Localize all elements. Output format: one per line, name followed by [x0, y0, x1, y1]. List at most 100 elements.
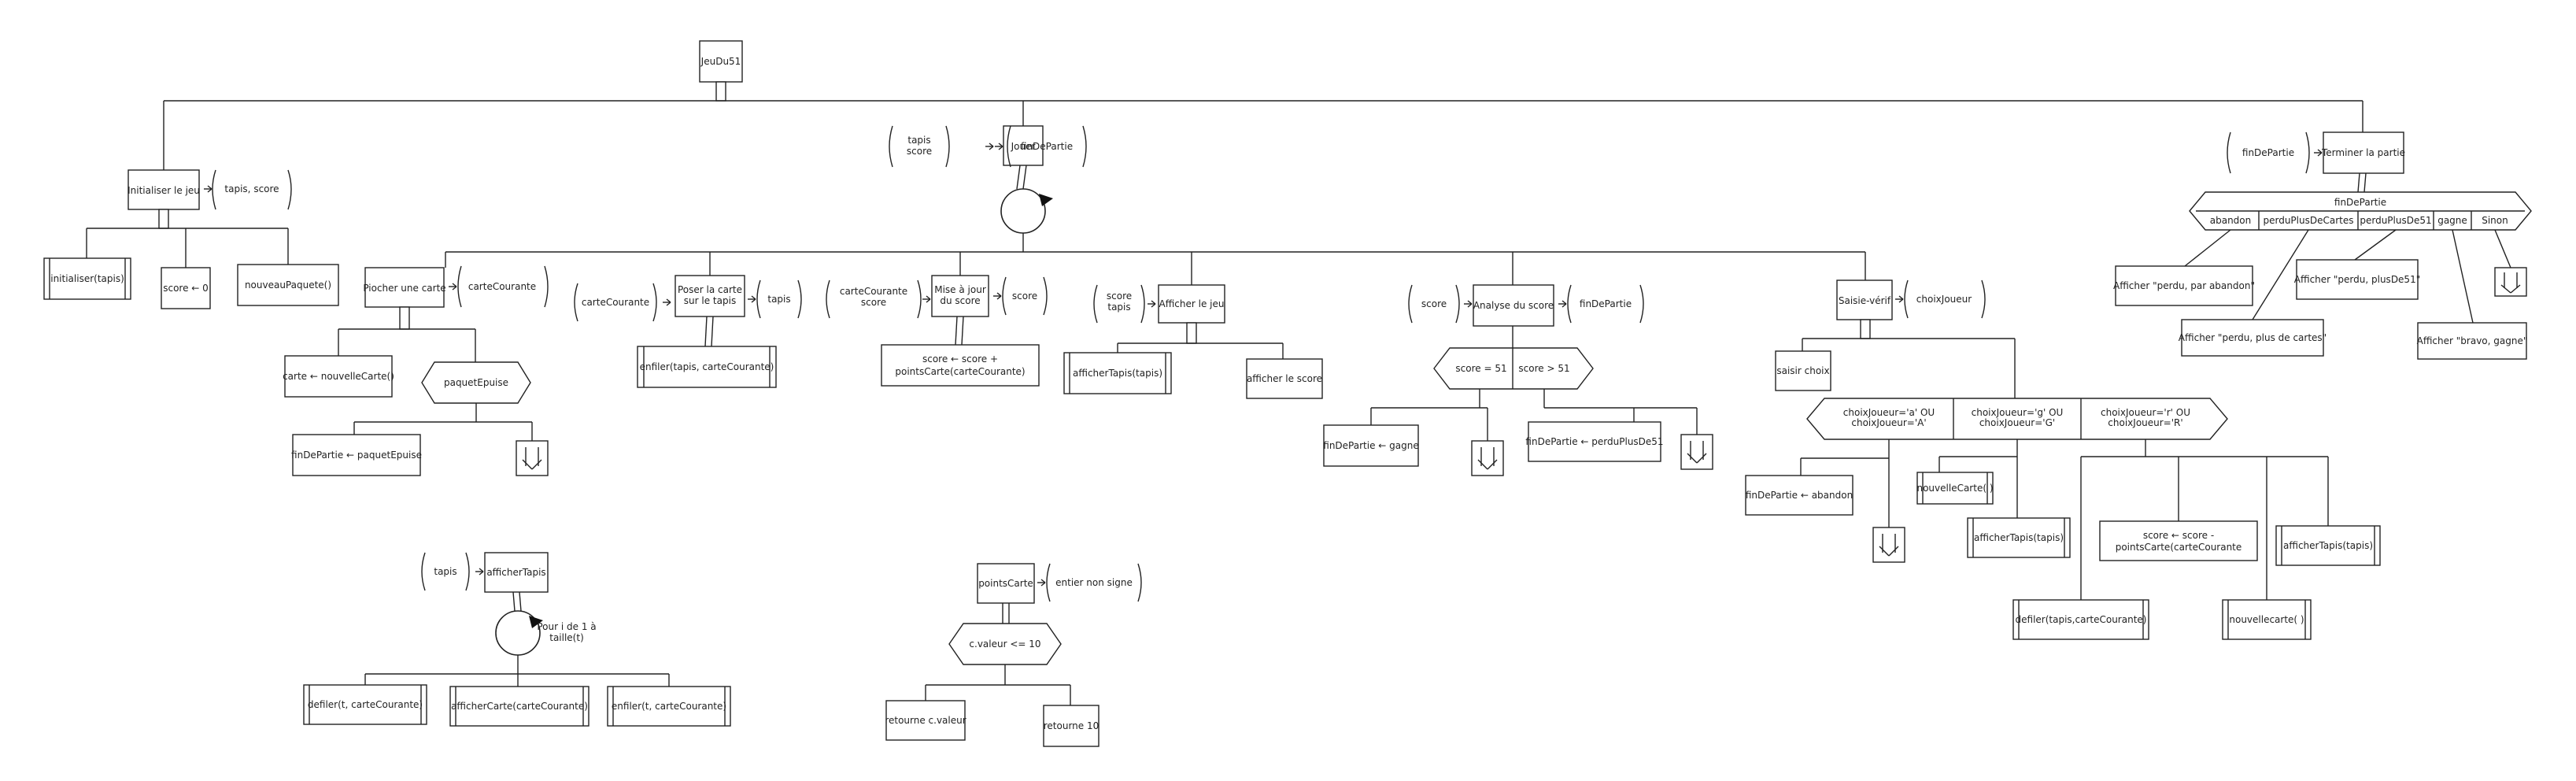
- afficher-label: Afficher le jeu: [1159, 298, 1225, 309]
- maj-step-label: pointsCarte(carteCourante): [895, 366, 1025, 377]
- afficher-input-flow: score tapis: [1093, 284, 1156, 324]
- analyse-branch-label: score = 51: [1455, 363, 1506, 374]
- pointscarte-result-10[interactable]: retourne 10: [1043, 705, 1100, 747]
- terminer-case-label: perduPlusDe51: [2360, 215, 2431, 226]
- pointscarte-condition[interactable]: c.valeur <= 10: [948, 623, 1062, 665]
- saisie-exit-icon: [1872, 527, 1905, 563]
- saisie-output-flow: choixJoueur: [1895, 279, 1986, 319]
- afficher-step-score[interactable]: afficher le score: [1246, 358, 1323, 399]
- analyse-result-label: finDePartie ← perduPlusDe51: [1525, 436, 1663, 447]
- affichertapis-step-affichercarte[interactable]: afficherCarte(carteCourante): [449, 686, 589, 727]
- maj-input: score: [861, 297, 886, 308]
- saisie-r-defiler[interactable]: defiler(tapis,carteCourante): [2012, 599, 2149, 640]
- analyse-exit-icon: [1680, 434, 1713, 470]
- analyse-condition[interactable]: score = 51 score > 51: [1433, 347, 1594, 390]
- saisie-r-label: nouvellecarte( ): [2229, 614, 2304, 625]
- pointscarte-node[interactable]: pointsCarte: [977, 563, 1035, 604]
- analyse-input-flow: score: [1408, 284, 1473, 324]
- terminer-result-plusde51[interactable]: Afficher "perdu, plusDe51": [2294, 259, 2420, 300]
- poser-node[interactable]: Poser la carte sur le tapis: [674, 275, 745, 317]
- analyse-result-label: finDePartie ← gagne: [1323, 440, 1418, 451]
- terminer-case-label: perduPlusDeCartes: [2263, 215, 2353, 226]
- analyse-result-gagne[interactable]: finDePartie ← gagne: [1323, 424, 1419, 467]
- pointscarte-result-label: retourne 10: [1044, 720, 1100, 731]
- pointscarte-output-flow: entier non signe: [1037, 563, 1142, 602]
- analyse-result-perdu[interactable]: finDePartie ← perduPlusDe51: [1525, 421, 1664, 462]
- poser-output-flow: tapis: [748, 279, 802, 319]
- pioche-label: Piocher une carte: [363, 283, 445, 294]
- analyse-exit-icon: [1471, 440, 1504, 476]
- pointscarte-output: entier non signe: [1055, 577, 1133, 588]
- pioche-output-flow: carteCourante: [449, 265, 549, 308]
- init-step-score[interactable]: score ← 0: [161, 267, 211, 309]
- affichertapis-loop-icon: [495, 610, 543, 656]
- pioche-node[interactable]: Piocher une carte: [363, 267, 446, 308]
- jouer-output: finDePartie: [1021, 141, 1073, 152]
- afficher-step-tapis[interactable]: afficherTapis(tapis): [1063, 352, 1172, 394]
- terminer-select[interactable]: finDePartie abandon perduPlusDeCartes pe…: [2189, 191, 2532, 231]
- maj-node[interactable]: Mise à jour du score: [931, 275, 989, 317]
- saisie-label: Saisie-vérif: [1839, 295, 1891, 306]
- saisie-step[interactable]: saisir choix: [1775, 350, 1831, 391]
- pioche-condition-label: paquetEpuise: [444, 377, 508, 388]
- pioche-result-label: finDePartie ← paquetEpuise: [291, 450, 422, 461]
- affichertapis-step-defiler[interactable]: defiler(t, carteCourante): [303, 684, 427, 725]
- root-node[interactable]: JeuDu51: [699, 40, 743, 83]
- saisie-r-label: defiler(tapis,carteCourante): [2016, 614, 2147, 625]
- maj-step[interactable]: score ← score + pointsCarte(carteCourant…: [881, 344, 1040, 387]
- saisie-g-afficher[interactable]: afficherTapis(tapis): [1967, 517, 2071, 558]
- maj-output: score: [1012, 291, 1037, 302]
- init-output: tapis, score: [224, 183, 279, 194]
- pioche-step[interactable]: carte ← nouvelleCarte(): [283, 355, 394, 398]
- init-step-paquet[interactable]: nouveauPaquete(): [237, 264, 339, 306]
- jouer-input-flow: tapis score: [889, 125, 994, 168]
- affichertapis-step-label: enfiler(t, carteCourante): [612, 701, 726, 712]
- terminer-node[interactable]: Terminer la partie: [2321, 131, 2405, 174]
- jouer-node[interactable]: Jouer: [1003, 125, 1044, 166]
- analyse-node[interactable]: Analyse du score: [1473, 284, 1554, 327]
- pioche-result[interactable]: finDePartie ← paquetEpuise: [291, 434, 422, 476]
- pointscarte-label: pointsCarte: [978, 578, 1033, 589]
- jouer-output-flow: finDePartie: [995, 125, 1087, 168]
- root-stub: [715, 81, 726, 102]
- afficher-step-label: afficher le score: [1247, 373, 1322, 384]
- saisie-branch-label: choixJoueur='A': [1851, 417, 1926, 428]
- poser-label: Poser la carte: [678, 284, 742, 295]
- terminer-result-label: Afficher "perdu, par abandon": [2113, 280, 2255, 291]
- saisie-r-score[interactable]: score ← score - pointsCarte(carteCourant…: [2099, 520, 2258, 561]
- pioche-exit-icon: [516, 440, 549, 476]
- maj-input-flow: carteCourante score: [826, 279, 931, 319]
- pointscarte-result-valeur[interactable]: retourne c.valeur: [885, 700, 966, 741]
- poser-step[interactable]: enfiler(tapis, carteCourante): [637, 346, 777, 388]
- saisie-g-label: afficherTapis(tapis): [1974, 532, 2064, 543]
- afficher-input: score: [1107, 291, 1132, 302]
- pioche-condition[interactable]: paquetEpuise: [421, 361, 531, 404]
- affichertapis-step-enfiler[interactable]: enfiler(t, carteCourante): [607, 686, 731, 727]
- saisie-result-abandon[interactable]: finDePartie ← abandon: [1745, 475, 1853, 516]
- init-node[interactable]: Initialiser le jeu: [128, 169, 200, 210]
- terminer-case-label: Sinon: [2482, 215, 2508, 226]
- terminer-result-gagne[interactable]: Afficher "bravo, gagne": [2417, 322, 2528, 360]
- init-step-initialiser[interactable]: initialiser(tapis): [43, 257, 131, 300]
- saisie-r-nouvelle[interactable]: nouvellecarte( ): [2222, 599, 2312, 640]
- saisie-branch-label: choixJoueur='a' OU: [1843, 407, 1935, 418]
- init-step-label: score ← 0: [163, 283, 209, 294]
- terminer-result-label: Afficher "perdu, plus de cartes": [2179, 332, 2327, 343]
- terminer-case-label: abandon: [2210, 215, 2252, 226]
- afficher-node[interactable]: Afficher le jeu: [1158, 284, 1225, 324]
- terminer-result-abandon[interactable]: Afficher "perdu, par abandon": [2113, 265, 2255, 306]
- terminer-result-cartes[interactable]: Afficher "perdu, plus de cartes": [2179, 319, 2327, 357]
- maj-label: du score: [940, 295, 980, 306]
- maj-step-label: score ← score +: [922, 353, 998, 365]
- init-output-flow: tapis, score: [204, 169, 292, 210]
- saisie-r-afficher[interactable]: afficherTapis(tapis): [2275, 525, 2381, 566]
- affichertapis-loop-label: Pour i de 1 à: [537, 621, 596, 632]
- saisie-r-label: afficherTapis(tapis): [2283, 540, 2373, 551]
- affichertapis-node[interactable]: afficherTapis: [484, 552, 549, 593]
- saisie-condition[interactable]: choixJoueur='a' OU choixJoueur='A' choix…: [1806, 398, 2228, 440]
- maj-output-flow: score: [993, 276, 1048, 316]
- saisie-g-nouvelle[interactable]: nouvelleCarte( ): [1916, 472, 1994, 505]
- jouer-input: tapis: [907, 135, 930, 146]
- saisie-branch-label: choixJoueur='g' OU: [1972, 407, 2064, 418]
- saisie-node[interactable]: Saisie-vérif: [1836, 279, 1893, 320]
